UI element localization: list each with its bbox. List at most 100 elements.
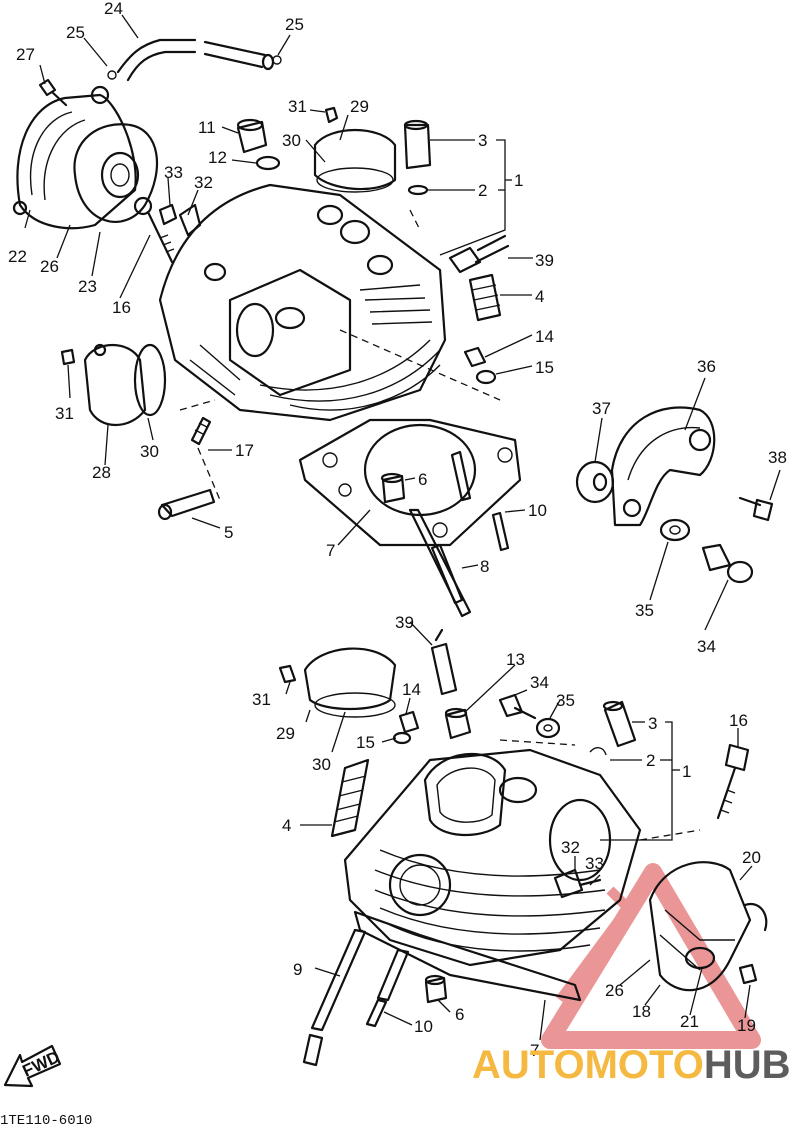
callout-1a: 1: [514, 171, 523, 190]
studs-9-10-bottom: [302, 928, 410, 1067]
callout-8: 8: [480, 557, 489, 576]
watermark-auto: AUTO: [472, 1043, 585, 1087]
bolt-38: [738, 496, 774, 522]
callouts: 24 25 25 27 31 29 11 12 30 3 2 1 33 32 2…: [8, 0, 787, 1060]
callout-26a: 26: [40, 257, 59, 276]
callout-2b: 2: [646, 751, 655, 770]
callout-19: 19: [737, 1016, 756, 1035]
callout-22: 22: [8, 247, 27, 266]
side-cover-28: [60, 343, 167, 426]
callout-29b: 29: [276, 724, 295, 743]
cylinder-head-top: [158, 183, 447, 422]
callout-15b: 15: [356, 733, 375, 752]
callout-37: 37: [592, 399, 611, 418]
callout-30b: 30: [140, 442, 159, 461]
svg-text:AUTOMOTOHUB: AUTOMOTOHUB: [472, 1043, 791, 1087]
callout-25b: 25: [285, 15, 304, 34]
stud-17: [190, 416, 212, 446]
callout-23: 23: [78, 277, 97, 296]
callout-30a: 30: [282, 131, 301, 150]
callout-18: 18: [632, 1002, 651, 1021]
head-gasket-top: [298, 418, 522, 547]
callout-31b: 31: [55, 404, 74, 423]
washer-35-bolt-34-top: [659, 518, 754, 584]
callout-34a: 34: [697, 637, 716, 656]
callout-5: 5: [224, 523, 233, 542]
callout-7b: 7: [530, 1041, 539, 1060]
callout-33b: 33: [585, 854, 604, 873]
bracket-36: [610, 406, 716, 527]
callout-14b: 14: [402, 680, 421, 699]
dowel-6-bottom: [424, 974, 448, 1004]
diagram-code: 1TE110-6010: [0, 1113, 92, 1128]
callout-1b: 1: [682, 762, 691, 781]
stud-16: [133, 196, 175, 264]
dowel-6-top: [380, 472, 406, 504]
callout-36: 36: [697, 357, 716, 376]
tappet-cover-top: [313, 106, 397, 193]
pipe-5: [157, 488, 216, 521]
spark-plug-bottom: [430, 628, 458, 696]
tappet-cover-bottom: [278, 647, 397, 718]
callout-3b: 3: [648, 714, 657, 733]
callout-2a: 2: [478, 181, 487, 200]
callout-31c: 31: [252, 690, 271, 709]
callout-10a: 10: [528, 501, 547, 520]
callout-20: 20: [742, 848, 761, 867]
callout-14a: 14: [535, 327, 554, 346]
callout-3a: 3: [478, 131, 487, 150]
callout-15a: 15: [535, 358, 554, 377]
watermark-hub: HUB: [704, 1043, 791, 1087]
callout-10b: 10: [414, 1017, 433, 1036]
bolt-27: [38, 78, 68, 107]
studs-8-10-top: [408, 450, 510, 618]
valve-spring-bottom: [330, 758, 370, 838]
callout-32a: 32: [194, 173, 213, 192]
bolt-16-bottom: [716, 743, 750, 820]
head-gasket-bottom: [353, 910, 582, 1002]
callout-12: 12: [208, 148, 227, 167]
bolt-34-washer-35-bottom: [498, 693, 561, 739]
side-cover-20: [648, 861, 768, 992]
callout-30c: 30: [312, 755, 331, 774]
callout-32b: 32: [561, 838, 580, 857]
watermark-logo: AUTOMOTOHUB: [472, 1043, 791, 1087]
callout-24: 24: [104, 0, 123, 18]
callout-17: 17: [235, 441, 254, 460]
callout-35b: 35: [556, 691, 575, 710]
callout-4b: 4: [282, 816, 291, 835]
valve-guide-bottom: [589, 700, 637, 756]
callout-35a: 35: [635, 601, 654, 620]
nut-13: [444, 707, 472, 740]
forward-arrow-icon: FWD: [3, 1044, 63, 1088]
watermark-triangle: [541, 863, 761, 1049]
callout-38: 38: [768, 448, 787, 467]
callout-28: 28: [92, 463, 111, 482]
spark-plug-top: [448, 234, 510, 274]
callout-39b: 39: [395, 613, 414, 632]
callout-34b: 34: [530, 673, 549, 692]
callout-29a: 29: [350, 97, 369, 116]
callout-7a: 7: [326, 541, 335, 560]
callout-13: 13: [506, 650, 525, 669]
callout-21: 21: [680, 1012, 699, 1031]
leader-lines: [24, 14, 781, 1041]
side-cover-assembly: [12, 85, 159, 230]
nut-14-washer-15-bottom: [392, 710, 420, 745]
callout-25a: 25: [66, 23, 85, 42]
callout-4a: 4: [535, 287, 544, 306]
callout-16a: 16: [112, 298, 131, 317]
callout-9: 9: [293, 960, 302, 979]
callout-39a: 39: [535, 251, 554, 270]
callout-31a: 31: [288, 97, 307, 116]
callout-6a: 6: [418, 470, 427, 489]
plate-32-bolt-33-bottom: [553, 868, 602, 899]
callout-33a: 33: [164, 163, 183, 182]
callout-6b: 6: [455, 1005, 464, 1024]
watermark-moto: MOTO: [585, 1043, 704, 1087]
valve-spring-top: [468, 273, 502, 322]
cylinder-head-bottom: [343, 748, 642, 967]
callout-26b: 26: [605, 981, 624, 1000]
bushing-37: [575, 460, 615, 504]
